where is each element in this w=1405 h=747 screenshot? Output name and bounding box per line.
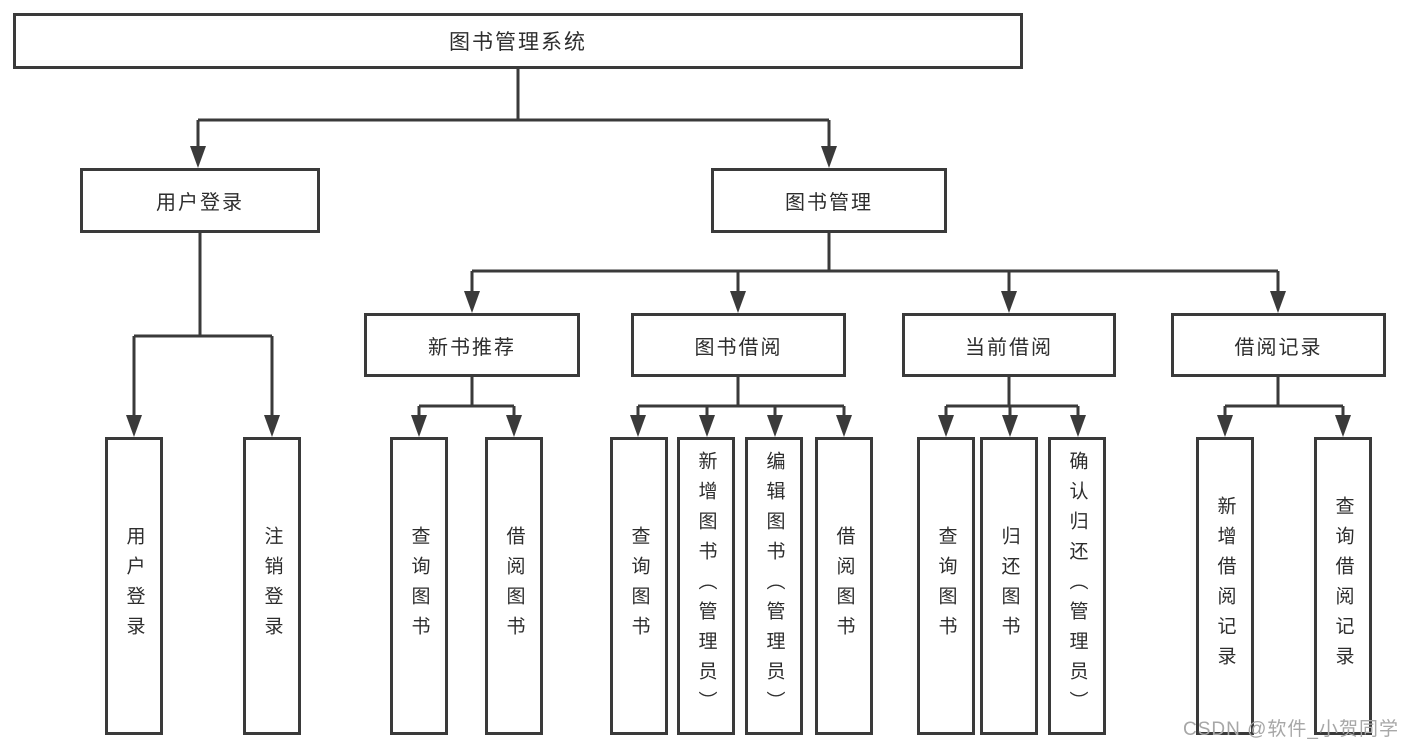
leaf-query-borrow-record: 查询借阅记录 [1314, 437, 1372, 735]
leaf-label: 借阅图书 [833, 526, 855, 646]
leaf-add-book-admin: 新增图书（管理员） [677, 437, 735, 735]
leaf-label: 查询图书 [408, 526, 430, 646]
leaf-edit-book-admin: 编辑图书（管理员） [745, 437, 803, 735]
leaf-query-book-under-current: 查询图书 [917, 437, 975, 735]
node-borrowing-records: 借阅记录 [1171, 313, 1386, 377]
leaf-borrow-book-under-borrowing: 借阅图书 [815, 437, 873, 735]
node-book-management: 图书管理 [711, 168, 947, 233]
leaf-confirm-return-admin: 确认归还（管理员） [1048, 437, 1106, 735]
leaf-return-book: 归还图书 [980, 437, 1038, 735]
leaf-label: 查询借阅记录 [1332, 496, 1354, 676]
leaf-label: 借阅图书 [503, 526, 525, 646]
csdn-watermark: CSDN @软件_小贺同学 [1183, 719, 1399, 740]
leaf-label: 新增图书（管理员） [695, 451, 717, 721]
node-current-borrowing: 当前借阅 [902, 313, 1116, 377]
leaf-label: 注销登录 [261, 526, 283, 646]
leaf-label: 查询图书 [935, 526, 957, 646]
leaf-label: 编辑图书（管理员） [763, 451, 785, 721]
leaf-user-login: 用户登录 [105, 437, 163, 735]
leaf-add-borrow-record: 新增借阅记录 [1196, 437, 1254, 735]
leaf-query-book-under-borrowing: 查询图书 [610, 437, 668, 735]
leaf-borrow-book-under-recommendation: 借阅图书 [485, 437, 543, 735]
node-new-book-recommendation: 新书推荐 [364, 313, 580, 377]
node-user-login: 用户登录 [80, 168, 320, 233]
leaf-query-book-under-recommendation: 查询图书 [390, 437, 448, 735]
leaf-logout: 注销登录 [243, 437, 301, 735]
leaf-label: 确认归还（管理员） [1066, 451, 1088, 721]
leaf-label: 查询图书 [628, 526, 650, 646]
leaf-label: 归还图书 [998, 526, 1020, 646]
leaf-label: 新增借阅记录 [1214, 496, 1236, 676]
node-root-library-system: 图书管理系统 [13, 13, 1023, 69]
node-book-borrowing: 图书借阅 [631, 313, 846, 377]
leaf-label: 用户登录 [123, 526, 145, 646]
